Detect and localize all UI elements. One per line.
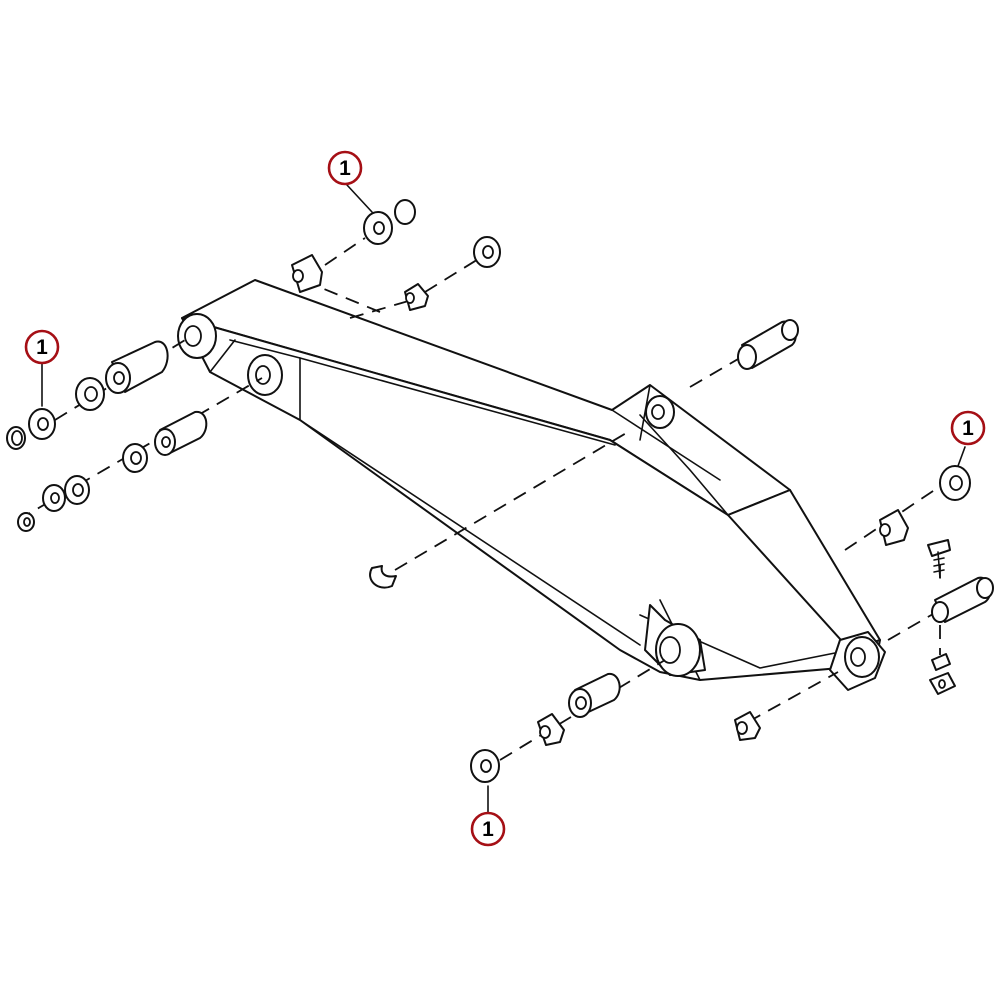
leader-lines xyxy=(41,184,966,813)
callout-label: 1 xyxy=(962,417,974,440)
callout-ring xyxy=(950,410,986,446)
callout-ring xyxy=(24,329,60,365)
callout-left: 1 xyxy=(24,329,60,365)
callout-right: 1 xyxy=(950,410,986,446)
bolt-head xyxy=(927,539,951,557)
callout-label: 1 xyxy=(482,818,494,841)
seal-top-left xyxy=(291,254,323,293)
callout-ring xyxy=(470,811,506,847)
callout-label: 1 xyxy=(339,157,351,180)
callout-upper: 1 xyxy=(327,150,363,186)
snap-ring-top xyxy=(394,199,416,225)
callout-label: 1 xyxy=(36,336,48,359)
right-parts xyxy=(737,319,994,695)
callout-ring xyxy=(327,150,363,186)
washer-bolt xyxy=(931,653,951,671)
lower-parts xyxy=(369,565,761,783)
left-upper-pin-stack xyxy=(6,340,169,450)
callout-lower: 1 xyxy=(470,811,506,847)
top-pin-stack xyxy=(291,199,501,311)
arm-pivot-bosses xyxy=(177,313,880,678)
left-lower-pin-stack xyxy=(17,410,208,532)
snap-ring-middle xyxy=(369,565,397,589)
